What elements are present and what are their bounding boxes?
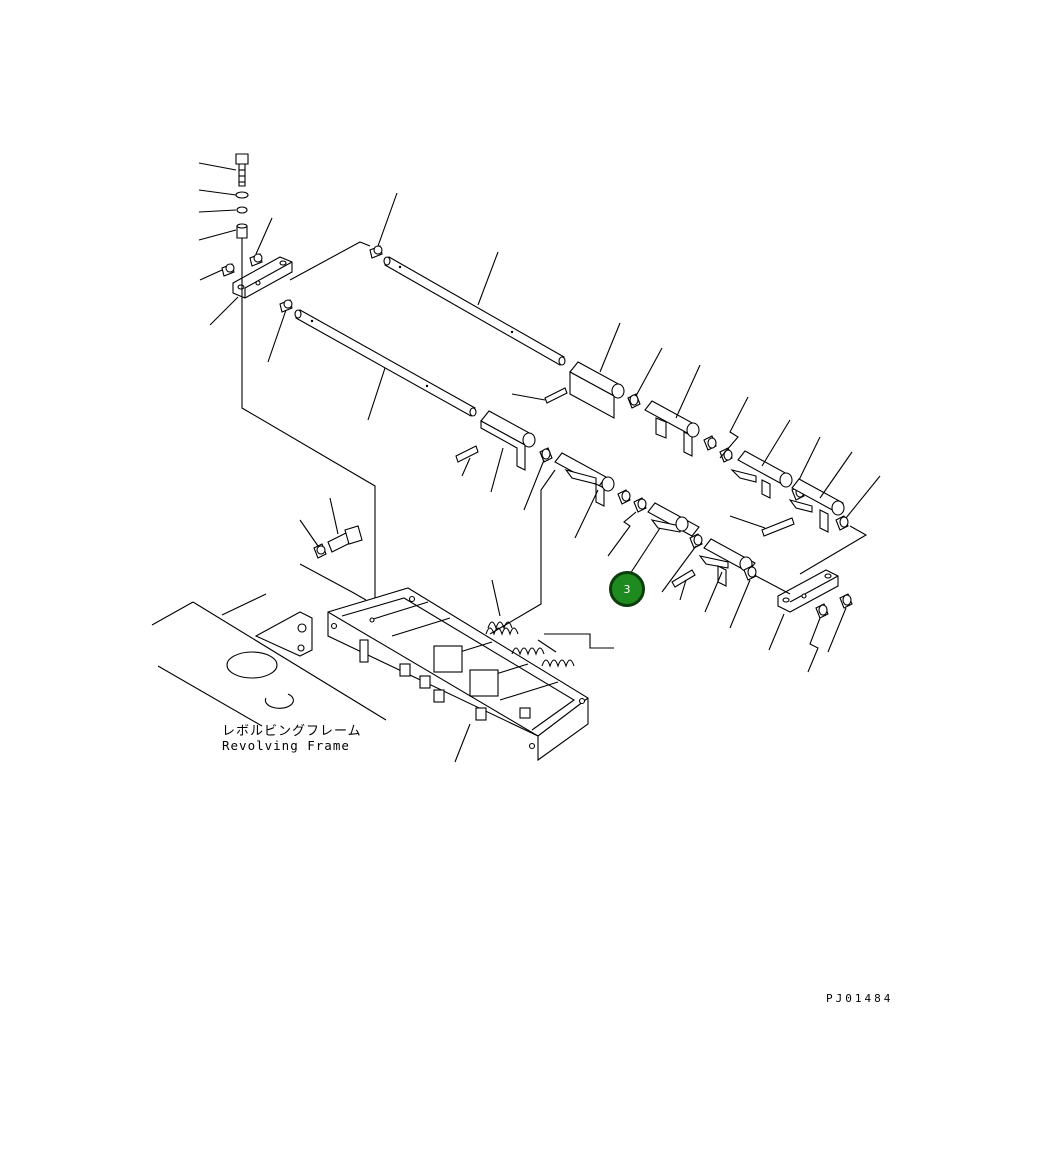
upper-rod bbox=[383, 251, 566, 366]
lever-middle-2 bbox=[730, 419, 821, 501]
side-bolt bbox=[299, 497, 367, 601]
lower-rod bbox=[294, 309, 477, 421]
lever-lower-3 bbox=[629, 502, 703, 593]
revolving-frame-outline bbox=[151, 593, 387, 727]
revolving-frame-label-en: Revolving Frame bbox=[222, 738, 350, 753]
lower-right-bracket bbox=[755, 569, 853, 673]
part-callout-3[interactable]: 3 bbox=[609, 571, 645, 607]
bolt-stack bbox=[198, 153, 249, 256]
revolving-frame-label-jp: レボルビングフレーム bbox=[222, 724, 362, 739]
lever-right bbox=[729, 451, 881, 575]
lever-lower-4 bbox=[671, 538, 757, 629]
main-frame bbox=[327, 587, 589, 763]
lever-lower-2 bbox=[489, 452, 647, 635]
lever-upper-1 bbox=[511, 322, 663, 419]
part-callout-number: 3 bbox=[623, 582, 631, 596]
upper-bracket bbox=[199, 192, 398, 363]
lever-middle-1 bbox=[644, 364, 749, 463]
linkage-line-left bbox=[241, 256, 376, 612]
drawing-code: PJ01484 bbox=[826, 992, 894, 1005]
springs bbox=[485, 579, 614, 668]
lever-lower-1 bbox=[455, 410, 553, 511]
